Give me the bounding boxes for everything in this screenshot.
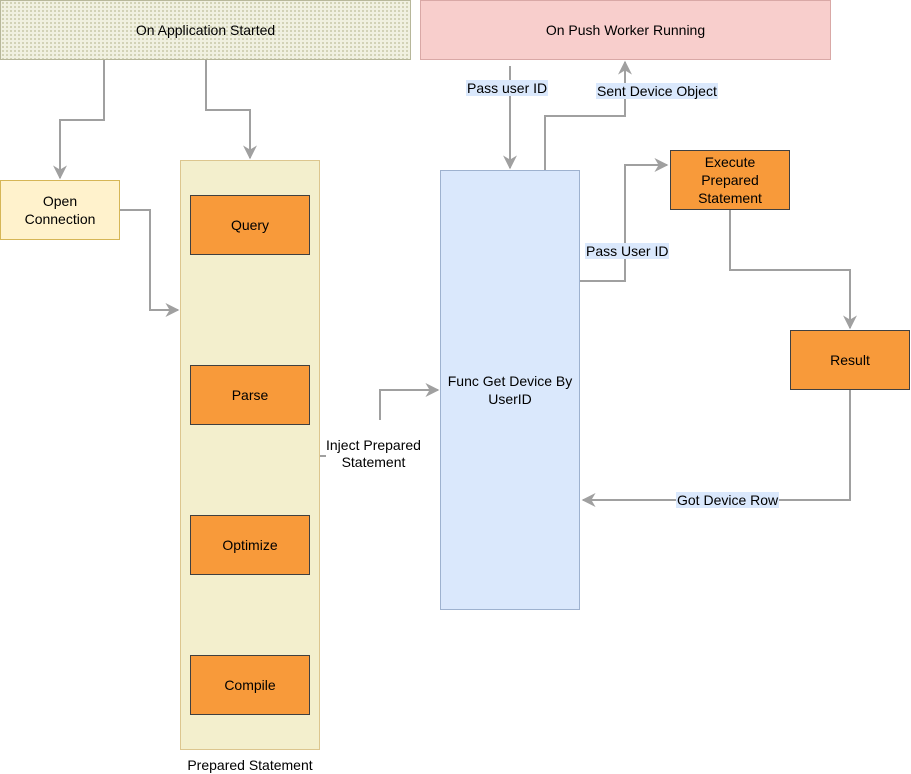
node-execute-prepared: Execute Prepared Statement bbox=[670, 150, 790, 210]
edge-label-pass-user-id-lower: Pass user ID bbox=[466, 80, 549, 97]
node-parse: Parse bbox=[190, 365, 310, 425]
node-optimize: Optimize bbox=[190, 515, 310, 575]
edge-app-to-prepared-statement bbox=[205, 60, 257, 160]
node-result: Result bbox=[790, 330, 910, 390]
node-func-get-device: Func Get Device By UserID bbox=[440, 170, 580, 610]
node-open-connection-label: Open Connection bbox=[24, 193, 96, 227]
node-func-get-device-label: Func Get Device By UserID bbox=[447, 373, 573, 407]
node-app-started-label: On Application Started bbox=[135, 22, 276, 38]
edge-label-pass-user-id-lower-text: Pass user ID bbox=[466, 80, 549, 96]
edge-execute-to-result bbox=[729, 210, 857, 330]
edge-open-connection-to-prepared bbox=[120, 209, 180, 317]
edge-func-to-execute bbox=[580, 158, 669, 282]
edge-result-to-func bbox=[581, 390, 851, 507]
edge-label-inject-prepared: Inject Prepared Statement bbox=[326, 420, 421, 471]
edge-label-sent-device-object-text: Sent Device Object bbox=[596, 83, 718, 99]
edge-label-got-device-row-text: Got Device Row bbox=[676, 492, 780, 508]
edge-func-to-push bbox=[544, 60, 632, 170]
node-execute-prepared-label: Execute Prepared Statement bbox=[698, 154, 762, 206]
node-query: Query bbox=[190, 195, 310, 255]
node-result-label: Result bbox=[830, 352, 870, 368]
node-optimize-label: Optimize bbox=[222, 537, 278, 553]
prepared-statement-caption: Prepared Statement bbox=[187, 757, 313, 773]
node-compile: Compile bbox=[190, 655, 310, 715]
edge-label-inject-prepared-text: Inject Prepared Statement bbox=[326, 437, 421, 470]
edge-label-pass-user-id-upper-text: Pass User ID bbox=[585, 243, 670, 259]
node-push-worker-label: On Push Worker Running bbox=[545, 22, 706, 38]
container-prepared-statement bbox=[180, 160, 320, 750]
edge-label-got-device-row: Got Device Row bbox=[676, 492, 780, 509]
edge-app-to-open-connection bbox=[53, 60, 105, 180]
node-compile-label: Compile bbox=[224, 677, 276, 693]
node-push-worker: On Push Worker Running bbox=[420, 0, 831, 60]
edge-label-pass-user-id-upper: Pass User ID bbox=[585, 243, 670, 260]
node-open-connection: Open Connection bbox=[0, 180, 120, 240]
node-parse-label: Parse bbox=[231, 387, 269, 403]
node-query-label: Query bbox=[230, 217, 270, 233]
node-app-started: On Application Started bbox=[0, 0, 411, 60]
edge-label-sent-device-object: Sent Device Object bbox=[596, 83, 718, 100]
